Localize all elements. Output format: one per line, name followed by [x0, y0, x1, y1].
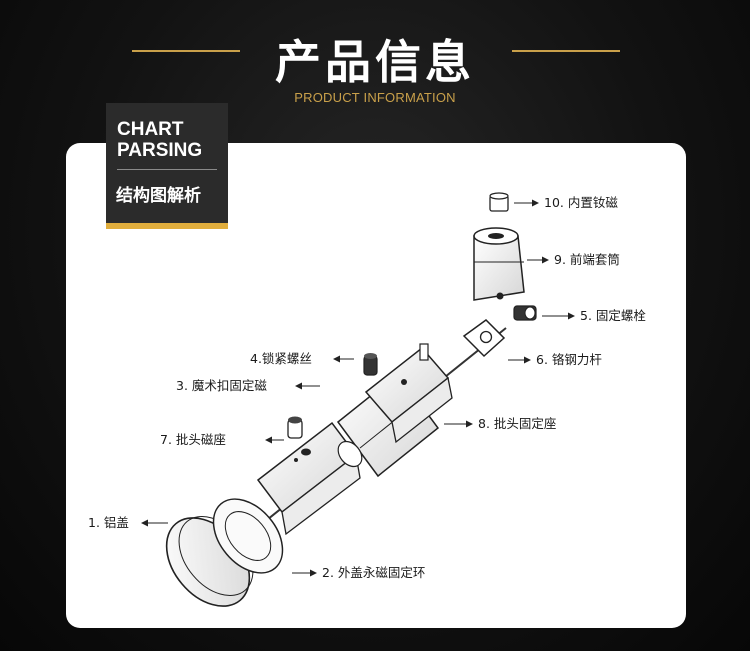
section-tag-divider	[117, 169, 217, 170]
label-part-5: 5. 固定螺栓	[580, 308, 646, 323]
section-tag-chinese: 结构图解析	[116, 186, 201, 206]
part-fixed-bolt	[513, 305, 537, 321]
label-part-4: 4.锁紧螺丝	[250, 351, 312, 366]
label-part-9: 9. 前端套筒	[554, 252, 620, 267]
title-right-rule	[512, 50, 620, 52]
page-title: 产品信息	[275, 35, 475, 89]
label-part-1: 1. 铝盖	[88, 515, 129, 530]
label-part-3: 3. 魔术扣固定磁	[176, 378, 267, 393]
section-tag: CHART PARSING 结构图解析	[106, 103, 228, 229]
section-tag-english: CHART PARSING	[117, 119, 227, 161]
section-tag-line2: PARSING	[117, 140, 203, 161]
label-part-7: 7. 批头磁座	[160, 432, 226, 447]
part-chrome-steel-rod	[462, 319, 506, 358]
title-left-rule	[132, 50, 240, 52]
label-part-6: 6. 铬钢力杆	[536, 352, 602, 367]
part-bit-magnetic-seat	[256, 421, 361, 536]
label-part-2: 2. 外盖永磁固定环	[322, 565, 425, 580]
part-seat-screw	[287, 416, 303, 439]
part-neodymium-magnet	[489, 192, 509, 212]
part-front-sleeve	[473, 227, 525, 301]
part-outer-magnet-ring	[212, 498, 284, 574]
section-tag-line1: CHART	[117, 119, 184, 140]
label-part-8: 8. 批头固定座	[478, 416, 556, 431]
part-velcro-magnet-block	[364, 343, 453, 444]
label-part-10: 10. 内置钕磁	[544, 195, 618, 210]
page-subtitle: PRODUCT INFORMATION	[294, 90, 456, 105]
part-lock-screw	[363, 353, 378, 376]
